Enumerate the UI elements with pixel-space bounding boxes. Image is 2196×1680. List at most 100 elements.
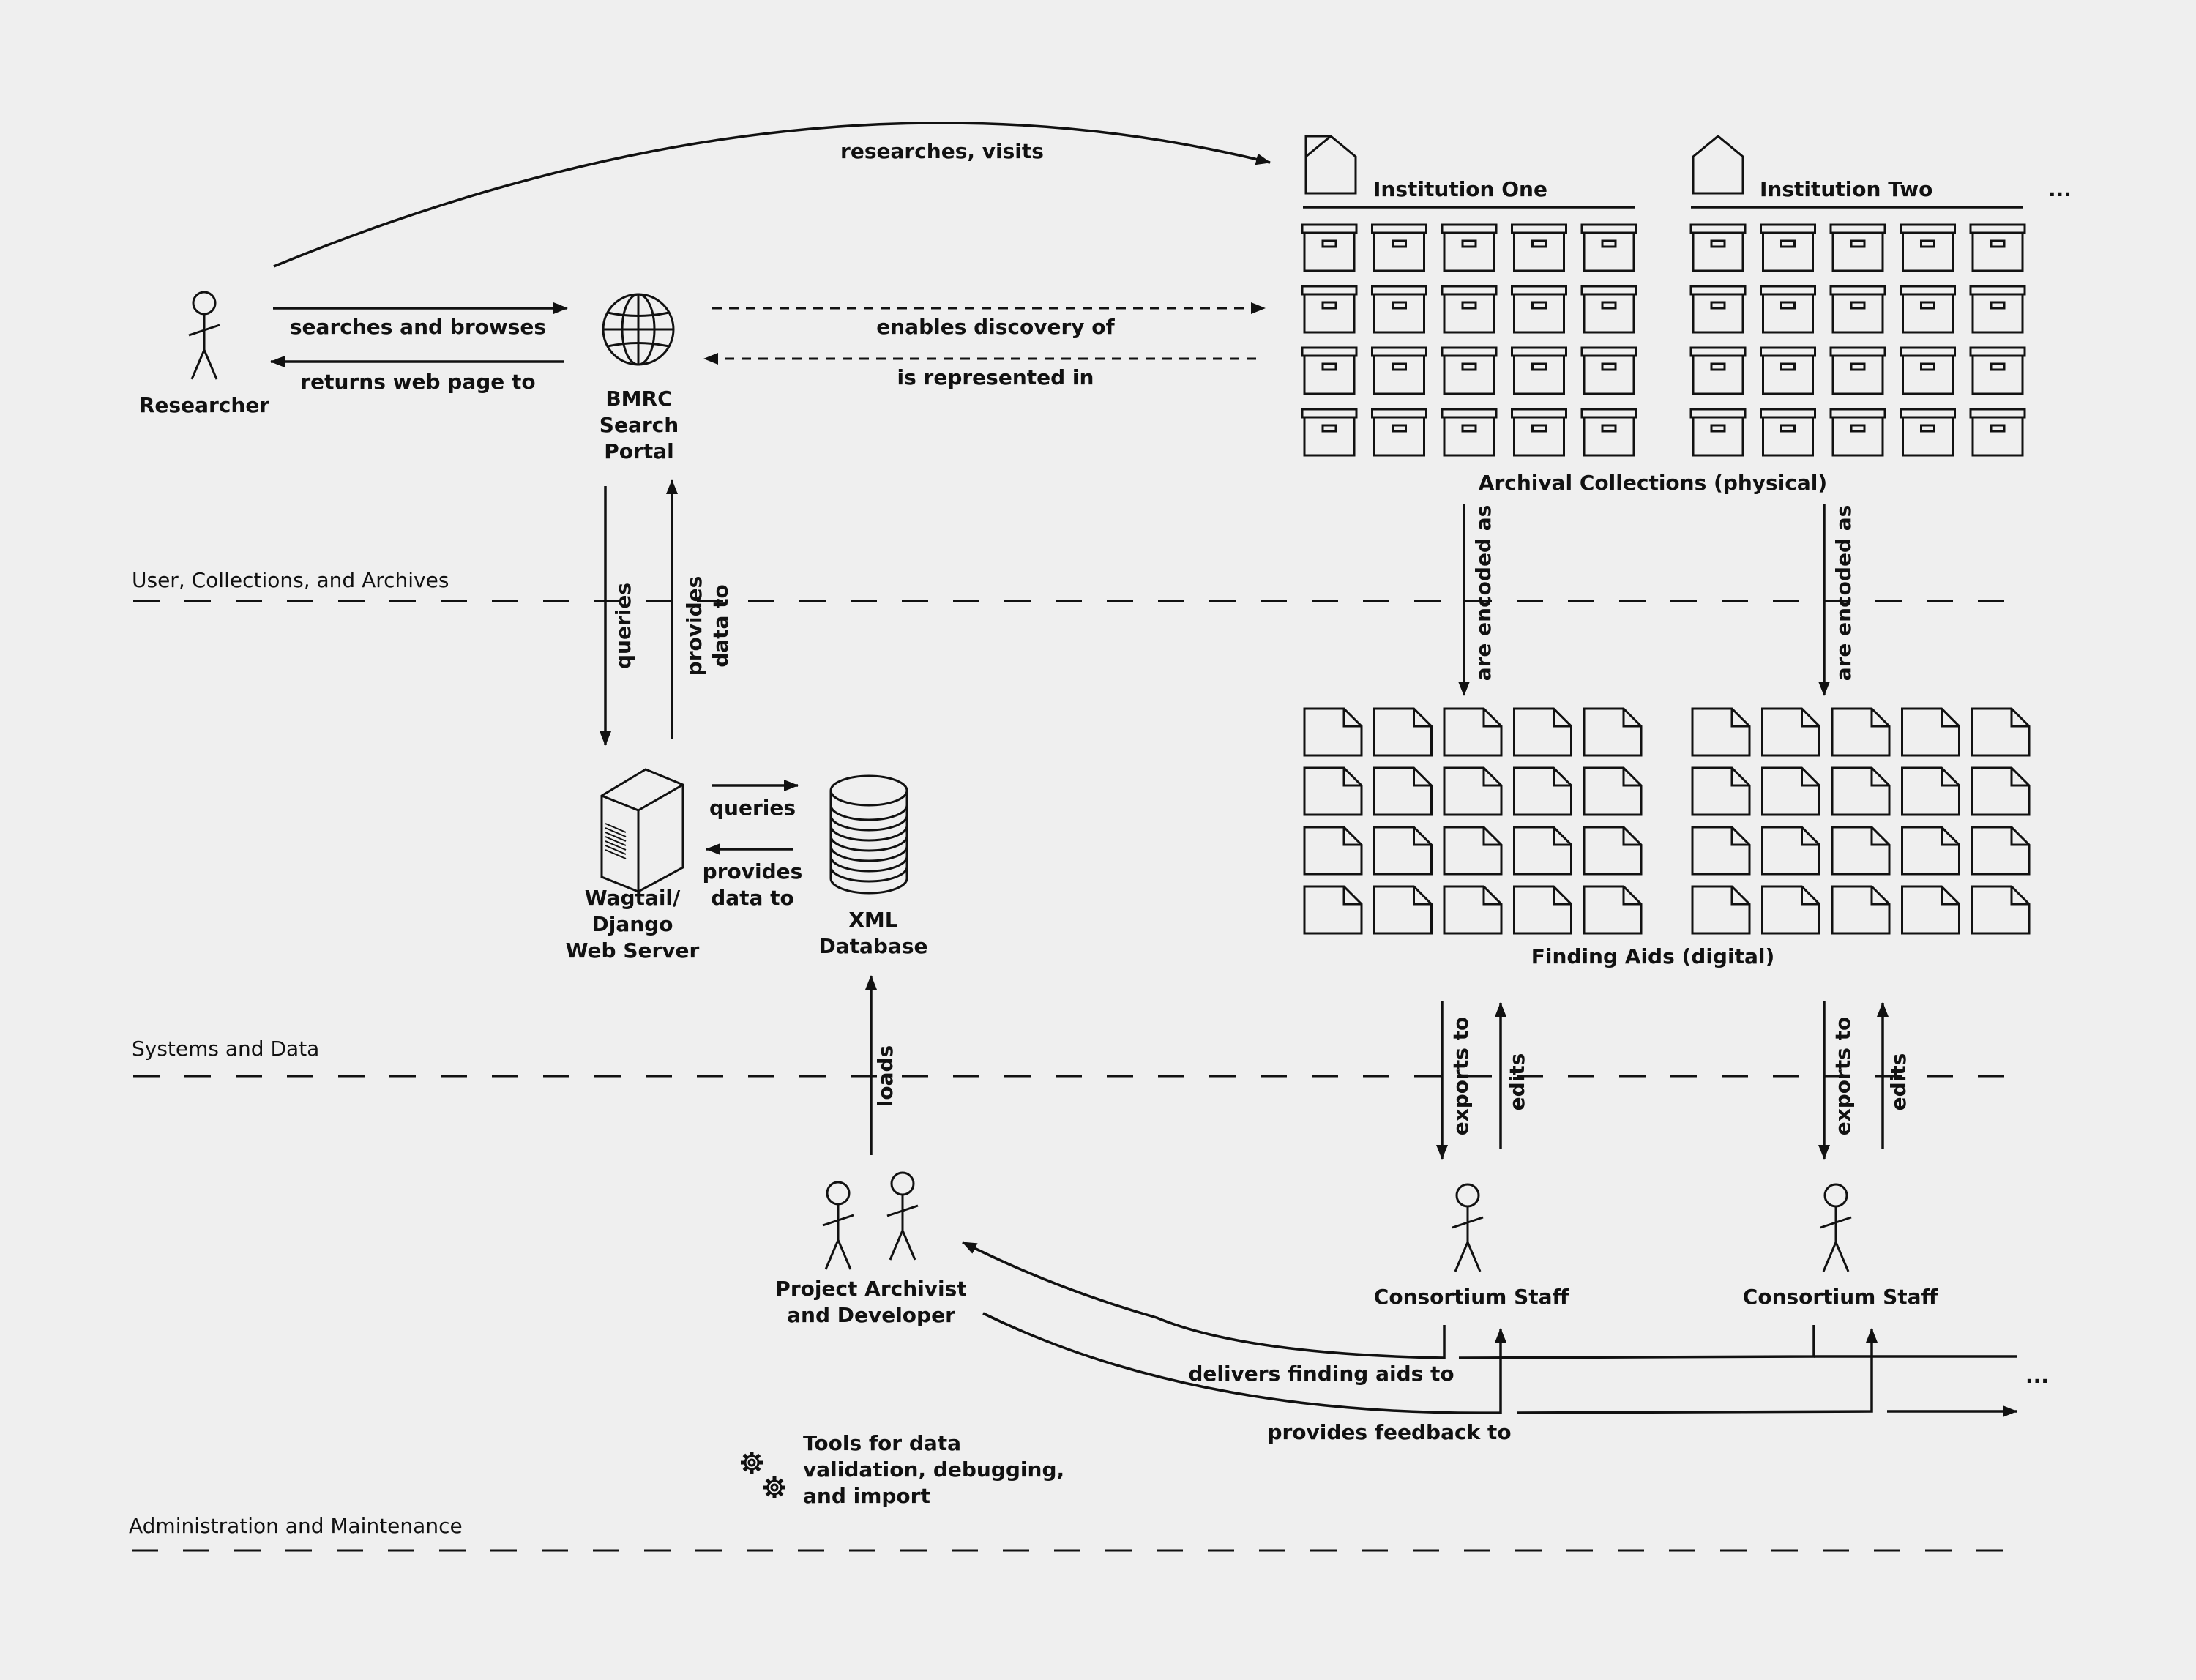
- archive-box-icon: [1689, 408, 1747, 457]
- archive-box-icon: [1689, 285, 1747, 334]
- globe-icon: [602, 293, 675, 366]
- archive-box-icon: [1580, 346, 1637, 395]
- institution-one-label: Institution One: [1373, 177, 1547, 201]
- document-icon: [1761, 766, 1820, 816]
- database-label-2: Database: [818, 934, 927, 958]
- svg-text:searches and browses: searches and browses: [290, 315, 546, 339]
- archive-box-icon: [1301, 285, 1358, 334]
- document-icon: [1373, 885, 1433, 935]
- archive-box-icon: [1969, 408, 2026, 457]
- document-icon: [1761, 826, 1820, 876]
- svg-text:enables discovery of: enables discovery of: [876, 315, 1115, 339]
- xml-database: XML Database: [818, 774, 928, 958]
- archive-box-icon: [1371, 346, 1427, 395]
- zone-user-collections-archives: User, Collections, and Archives: [132, 568, 2020, 602]
- more-staff-ellipsis: ...: [2025, 1364, 2049, 1388]
- edge-encoded-as-2: are encoded as: [1818, 504, 1856, 696]
- bmrc-search-portal: BMRC Search Portal: [600, 293, 679, 463]
- document-icon: [1901, 707, 1960, 757]
- svg-text:are encoded as: are encoded as: [1831, 505, 1856, 682]
- archive-box-icon: [1760, 346, 1816, 395]
- building-icon: [1304, 135, 1357, 195]
- svg-text:exports to: exports to: [1831, 1017, 1855, 1136]
- svg-text:data to: data to: [709, 584, 733, 668]
- document-icon: [1831, 766, 1891, 816]
- edge-edits-2: edits: [1877, 1002, 1911, 1149]
- archive-box-icon: [1760, 223, 1816, 272]
- archive-box-icon: [1969, 285, 2026, 334]
- project-archivist-developer: Project Archivist and Developer: [775, 1171, 967, 1327]
- svg-text:exports to: exports to: [1449, 1017, 1473, 1136]
- document-icon: [1691, 826, 1751, 876]
- svg-text:data to: data to: [711, 886, 794, 910]
- consortium-staff-1: Consortium Staff: [1374, 1183, 1569, 1309]
- document-icon: [1901, 826, 1960, 876]
- archival-collections-grid: Archival Collections (physical): [1301, 223, 2026, 495]
- document-icon: [1303, 826, 1363, 876]
- person-icon: [187, 291, 221, 381]
- document-icon: [1831, 826, 1891, 876]
- svg-text:edits: edits: [1505, 1053, 1529, 1111]
- document-icon: [1583, 885, 1643, 935]
- document-icon: [1761, 707, 1820, 757]
- document-icon: [1373, 707, 1433, 757]
- svg-text:queries: queries: [709, 796, 796, 820]
- archive-box-icon: [1969, 346, 2026, 395]
- institution-two: Institution Two: [1691, 135, 2023, 209]
- archive-box-icon: [1760, 285, 1816, 334]
- researcher-label: Researcher: [139, 393, 269, 417]
- zone-label: Systems and Data: [132, 1037, 319, 1061]
- archive-box-icon: [1760, 408, 1816, 457]
- archive-box-icon: [1900, 346, 1956, 395]
- edge-queries-server-db: queries: [709, 780, 799, 820]
- document-icon: [1513, 826, 1572, 876]
- archive-box-icon: [1511, 408, 1567, 457]
- edge-loads: loads: [865, 975, 897, 1155]
- server-label-3: Web Server: [566, 938, 700, 963]
- archive-box-icon: [1829, 408, 1886, 457]
- document-icon: [1303, 707, 1363, 757]
- archive-box-icon: [1580, 285, 1637, 334]
- document-icon: [1303, 766, 1363, 816]
- archive-box-icon: [1441, 408, 1498, 457]
- edge-provides-feedback: provides feedback to: [982, 1312, 2017, 1444]
- document-icon: [1513, 766, 1572, 816]
- zone-label: Administration and Maintenance: [129, 1514, 463, 1538]
- archive-box-icon: [1900, 408, 1956, 457]
- server-icon: [600, 768, 684, 893]
- archival-collections-label: Archival Collections (physical): [1479, 471, 1827, 495]
- server-label-1: Wagtail/: [585, 886, 681, 910]
- person-icon: [821, 1181, 855, 1271]
- archive-box-icon: [1580, 408, 1637, 457]
- svg-text:loads: loads: [873, 1045, 897, 1107]
- document-icon: [1971, 885, 2031, 935]
- document-icon: [1831, 885, 1891, 935]
- document-icon: [1583, 826, 1643, 876]
- document-icon: [1443, 766, 1503, 816]
- document-icon: [1831, 707, 1891, 757]
- document-icon: [1691, 707, 1751, 757]
- archive-box-icon: [1371, 223, 1427, 272]
- archive-box-icon: [1441, 285, 1498, 334]
- archive-box-icon: [1301, 346, 1358, 395]
- portal-label-1: BMRC: [605, 387, 672, 411]
- tools-note: Tools for data validation, debugging, an…: [741, 1431, 1064, 1508]
- document-icon: [1443, 885, 1503, 935]
- archive-box-icon: [1441, 223, 1498, 272]
- edge-delivers-finding-aids: delivers finding aids to: [962, 1241, 2017, 1386]
- archive-box-icon: [1301, 223, 1358, 272]
- building-icon: [1692, 135, 1744, 195]
- gear-icon: [741, 1452, 763, 1474]
- institution-two-label: Institution Two: [1760, 177, 1932, 201]
- staff-2-label: Consortium Staff: [1743, 1285, 1938, 1309]
- archive-box-icon: [1511, 223, 1567, 272]
- consortium-staff-2: Consortium Staff: [1743, 1183, 1938, 1309]
- svg-text:returns web page to: returns web page to: [300, 370, 535, 394]
- zone-label: User, Collections, and Archives: [132, 568, 449, 592]
- document-icon: [1373, 766, 1433, 816]
- archive-box-icon: [1829, 285, 1886, 334]
- svg-text:delivers finding aids to: delivers finding aids to: [1188, 1362, 1454, 1386]
- document-icon: [1303, 885, 1363, 935]
- tools-label-3: and import: [803, 1484, 930, 1508]
- archive-box-icon: [1580, 223, 1637, 272]
